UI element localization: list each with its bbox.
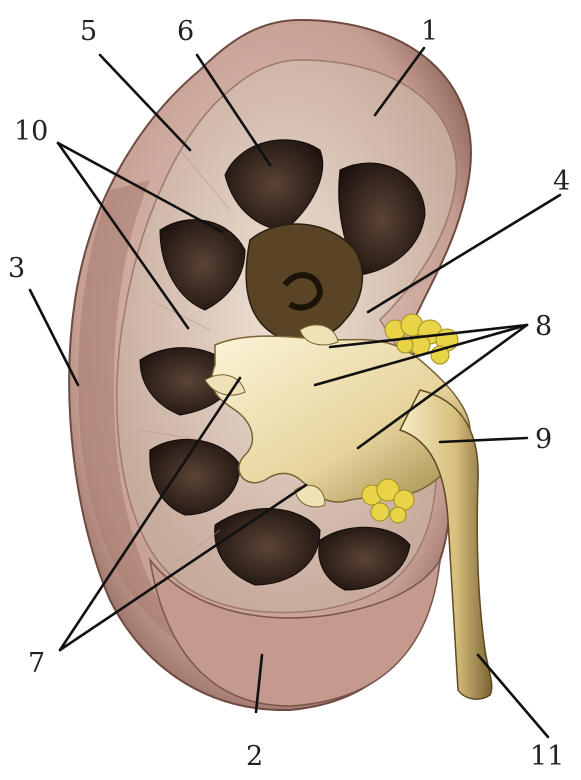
label-10: 10 — [14, 116, 48, 147]
label-4: 4 — [553, 166, 570, 197]
label-2: 2 — [246, 741, 263, 772]
label-8: 8 — [535, 311, 552, 342]
label-9: 9 — [535, 424, 552, 455]
label-1: 1 — [421, 16, 438, 47]
label-11: 11 — [530, 741, 564, 772]
label-5: 5 — [80, 16, 97, 47]
label-7: 7 — [28, 648, 45, 679]
label-3: 3 — [8, 253, 25, 284]
label-6: 6 — [177, 16, 194, 47]
